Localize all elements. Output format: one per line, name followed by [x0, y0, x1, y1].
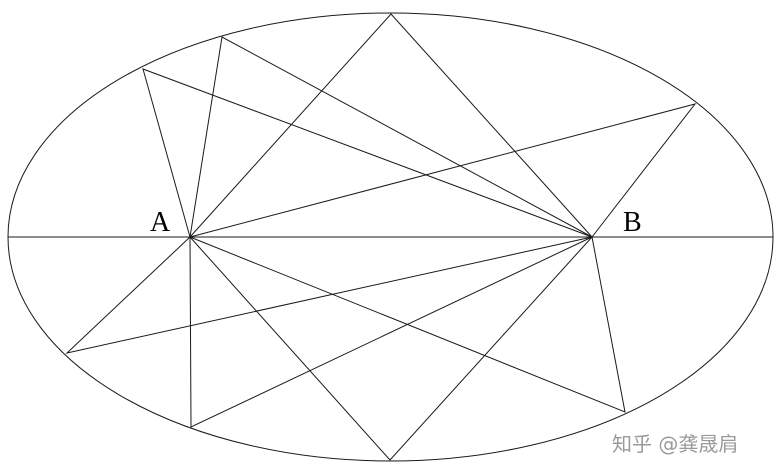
ray-bottom-1 — [189, 236, 593, 428]
rays-group — [65, 13, 697, 461]
ray-top-3 — [189, 103, 697, 238]
ray-top-0 — [189, 13, 593, 238]
ray-top-2 — [142, 68, 593, 238]
ray-top-1 — [189, 36, 593, 238]
focus-b-label: B — [623, 207, 642, 238]
ray-bottom-0 — [189, 236, 593, 461]
ray-bottom-2 — [65, 236, 593, 354]
watermark-text: 知乎 @龚晟肩 — [612, 432, 739, 456]
ray-bottom-3 — [189, 236, 626, 413]
focus-a-label: A — [150, 207, 171, 238]
